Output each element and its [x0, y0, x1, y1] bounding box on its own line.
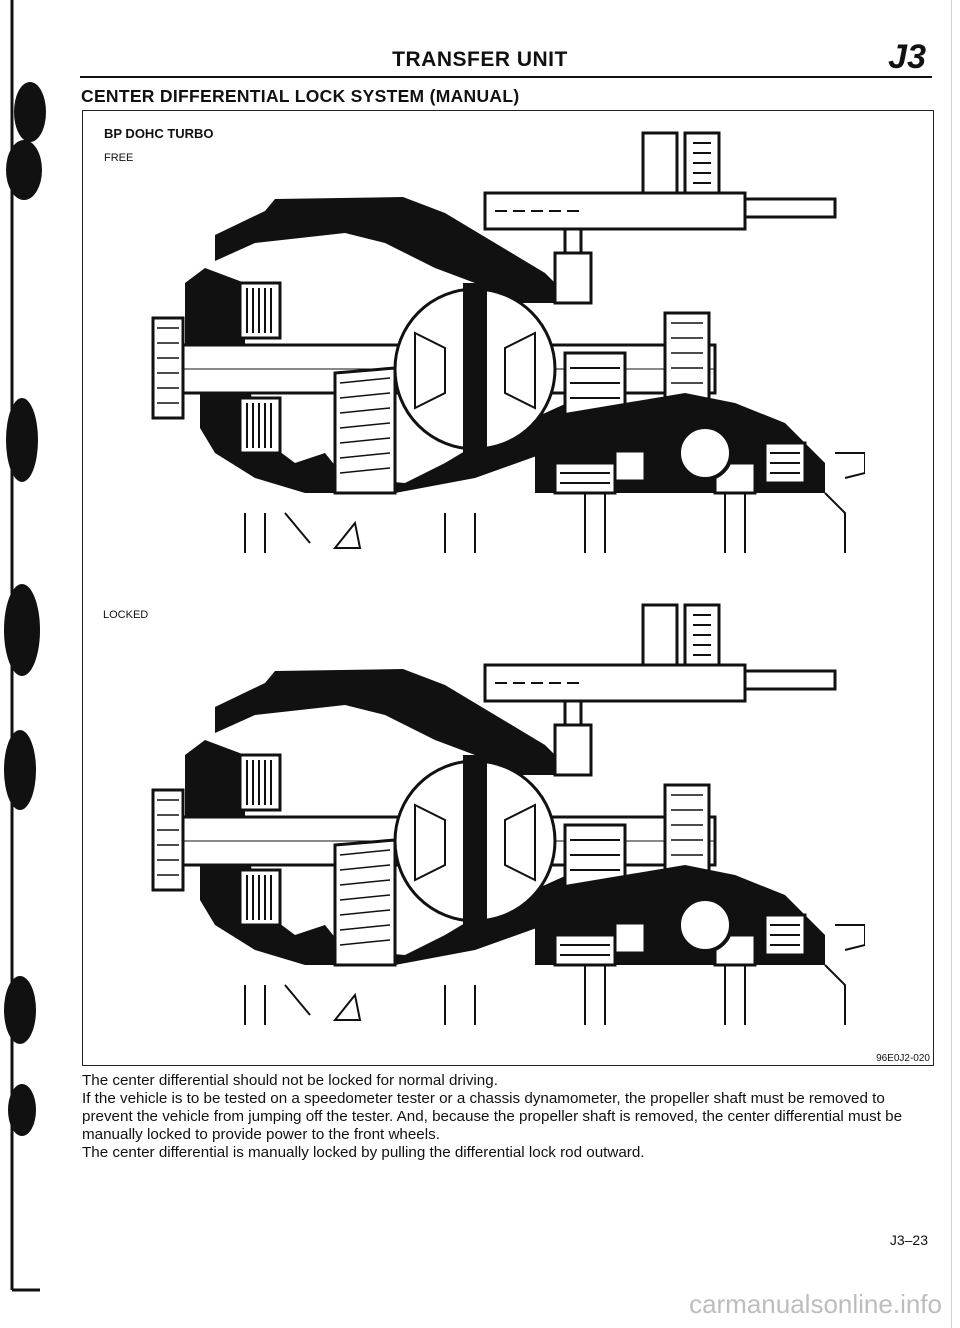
figure-model-label: BP DOHC TURBO — [104, 126, 214, 141]
figure-free-label: FREE — [104, 152, 134, 164]
binder-margin — [4, 0, 46, 1292]
body-text: The center differential should not be lo… — [82, 1072, 934, 1162]
watermark: carmanualsonline.info — [689, 1289, 942, 1319]
page-edge — [951, 0, 952, 1328]
diagram-locked — [151, 603, 865, 1027]
header-rule — [80, 76, 932, 78]
body-line-3: The center differential is manually lock… — [82, 1144, 645, 1161]
header-title: TRANSFER UNIT — [392, 48, 568, 71]
body-line-1: The center differential should not be lo… — [82, 1072, 498, 1089]
section-title: CENTER DIFFERENTIAL LOCK SYSTEM (MANUAL) — [81, 86, 520, 106]
page-number: J3–23 — [889, 1232, 928, 1248]
diagram-free — [151, 131, 865, 555]
figure-frame — [82, 110, 934, 1066]
header-code: J3 — [888, 38, 926, 76]
body-line-2: If the vehicle is to be tested on a spee… — [82, 1090, 903, 1143]
figure-locked-label: LOCKED — [103, 609, 149, 621]
figure-code: 96E0J2-020 — [876, 1053, 930, 1064]
